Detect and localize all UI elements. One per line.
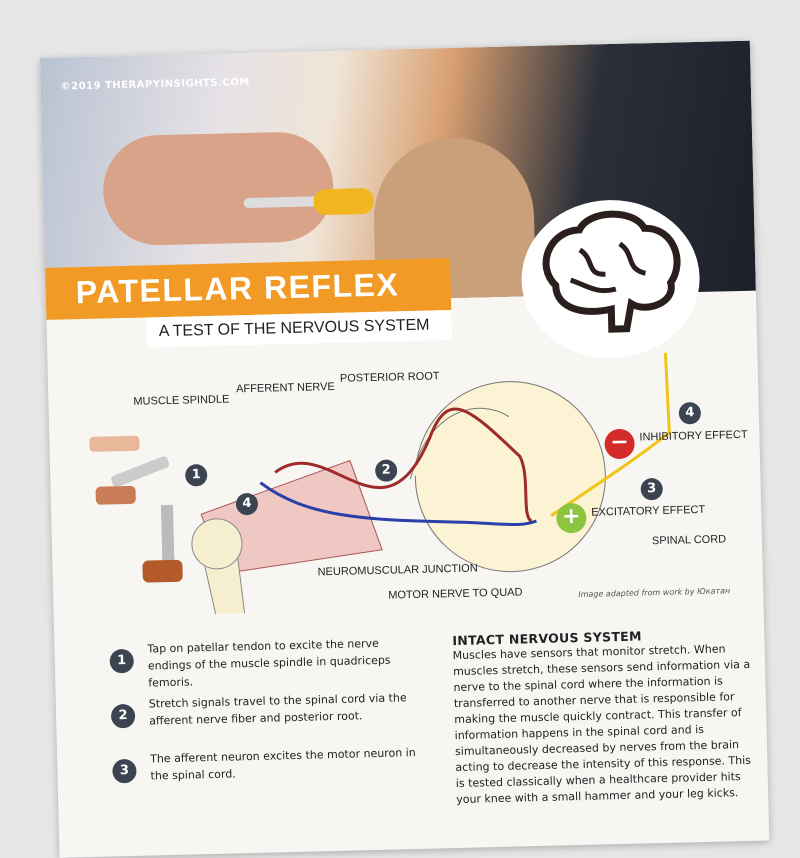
label-afferent-nerve: AFFERENT NERVE <box>236 380 335 396</box>
step-text: The afferent neuron excites the motor ne… <box>150 746 416 783</box>
intact-nervous-system-section: INTACT NERVOUS SYSTEM Muscles have senso… <box>452 626 756 808</box>
label-muscle-spindle: MUSCLE SPINDLE <box>133 393 230 408</box>
section-body: Muscles have sensors that monitor stretc… <box>452 642 752 807</box>
steps-list: 1 Tap on patellar tendon to excite the n… <box>109 634 423 807</box>
spinal-cord-shape <box>414 381 606 573</box>
step-number: 1 <box>109 648 135 674</box>
brain-icon <box>523 202 698 357</box>
handout-sheet: ©2019 THERAPYINSIGHTS.COM PATELLAR REFLE… <box>40 40 770 858</box>
reflex-diagram <box>89 352 671 618</box>
page-title: PATELLAR REFLEX <box>75 266 400 311</box>
reflex-hammer-icon <box>89 435 183 583</box>
step-text: Tap on patellar tendon to excite the ner… <box>147 636 391 690</box>
label-spinal-cord: SPINAL CORD <box>651 533 727 548</box>
list-item: 1 Tap on patellar tendon to excite the n… <box>109 634 420 697</box>
step-text: Stretch signals travel to the spinal cor… <box>148 691 407 728</box>
step-number: 3 <box>112 758 137 784</box>
hand-image <box>101 130 335 247</box>
afferent-nerve-path <box>274 407 533 523</box>
list-item: 3 The afferent neuron excites the motor … <box>112 744 423 807</box>
knee-joint <box>191 518 243 570</box>
list-item: 2 Stretch signals travel to the spinal c… <box>110 689 422 752</box>
motor-nerve-path <box>259 481 537 527</box>
step-number: 2 <box>110 703 136 729</box>
posterior-root-ganglion <box>409 407 510 480</box>
hammer-head-image <box>313 187 374 216</box>
label-posterior-root: POSTERIOR ROOT <box>339 370 440 385</box>
